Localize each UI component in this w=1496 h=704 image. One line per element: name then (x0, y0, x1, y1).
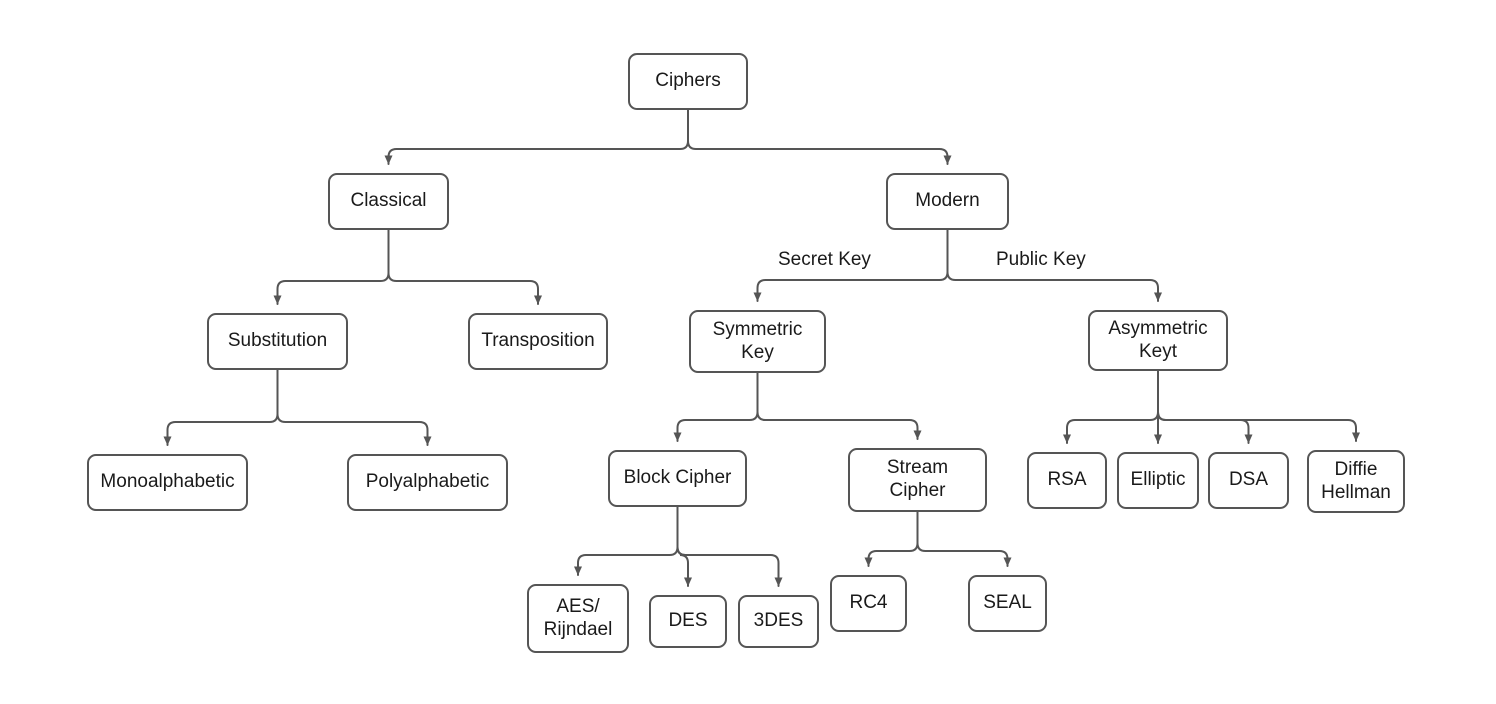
edge-ciphers-to-modern (687, 109, 952, 165)
node-symmetric-key: Symmetric Key (689, 310, 826, 373)
node-diffie-hellman: Diffie Hellman (1307, 450, 1405, 513)
edge-stream-cipher-to-rc4 (864, 511, 919, 567)
edge-asymmetric-key-to-dsa (1157, 370, 1253, 444)
node-dsa: DSA (1208, 452, 1289, 509)
edge-substitution-to-monoalphabetic (163, 369, 279, 446)
edge-ciphers-to-classical (384, 109, 689, 165)
edge-asymmetric-key-to-diffie-hellman (1157, 370, 1360, 442)
node-ciphers: Ciphers (628, 53, 748, 110)
node-monoalphabetic: Monoalphabetic (87, 454, 248, 511)
node-classical: Classical (328, 173, 449, 230)
edge-block-cipher-to-aes-rijndael (574, 506, 679, 576)
secret-key-label: Secret Key (775, 250, 874, 269)
node-transposition: Transposition (468, 313, 608, 370)
edge-stream-cipher-to-seal (916, 511, 1012, 567)
edge-substitution-to-polyalphabetic (276, 369, 432, 446)
edge-asymmetric-key-to-rsa (1063, 370, 1159, 444)
node-elliptic: Elliptic (1117, 452, 1199, 509)
edge-modern-to-asymmetric-key (946, 229, 1162, 302)
node-substitution: Substitution (207, 313, 348, 370)
node-asymmetric-key: Asymmetric Keyt (1088, 310, 1228, 371)
node-polyalphabetic: Polyalphabetic (347, 454, 508, 511)
node-3des: 3DES (738, 595, 819, 648)
node-stream-cipher: Stream Cipher (848, 448, 987, 512)
node-modern: Modern (886, 173, 1009, 230)
edge-block-cipher-to-des (676, 506, 692, 587)
edge-block-cipher-to-3des (676, 506, 783, 587)
edge-symmetric-key-to-stream-cipher (756, 372, 922, 440)
node-des: DES (649, 595, 727, 648)
node-rc4: RC4 (830, 575, 907, 632)
node-seal: SEAL (968, 575, 1047, 632)
node-rsa: RSA (1027, 452, 1107, 509)
node-aes-rijndael: AES/ Rijndael (527, 584, 629, 653)
edge-classical-to-substitution (273, 229, 390, 305)
node-block-cipher: Block Cipher (608, 450, 747, 507)
edge-classical-to-transposition (387, 229, 542, 305)
edge-symmetric-key-to-block-cipher (673, 372, 759, 442)
public-key-label: Public Key (993, 250, 1089, 269)
